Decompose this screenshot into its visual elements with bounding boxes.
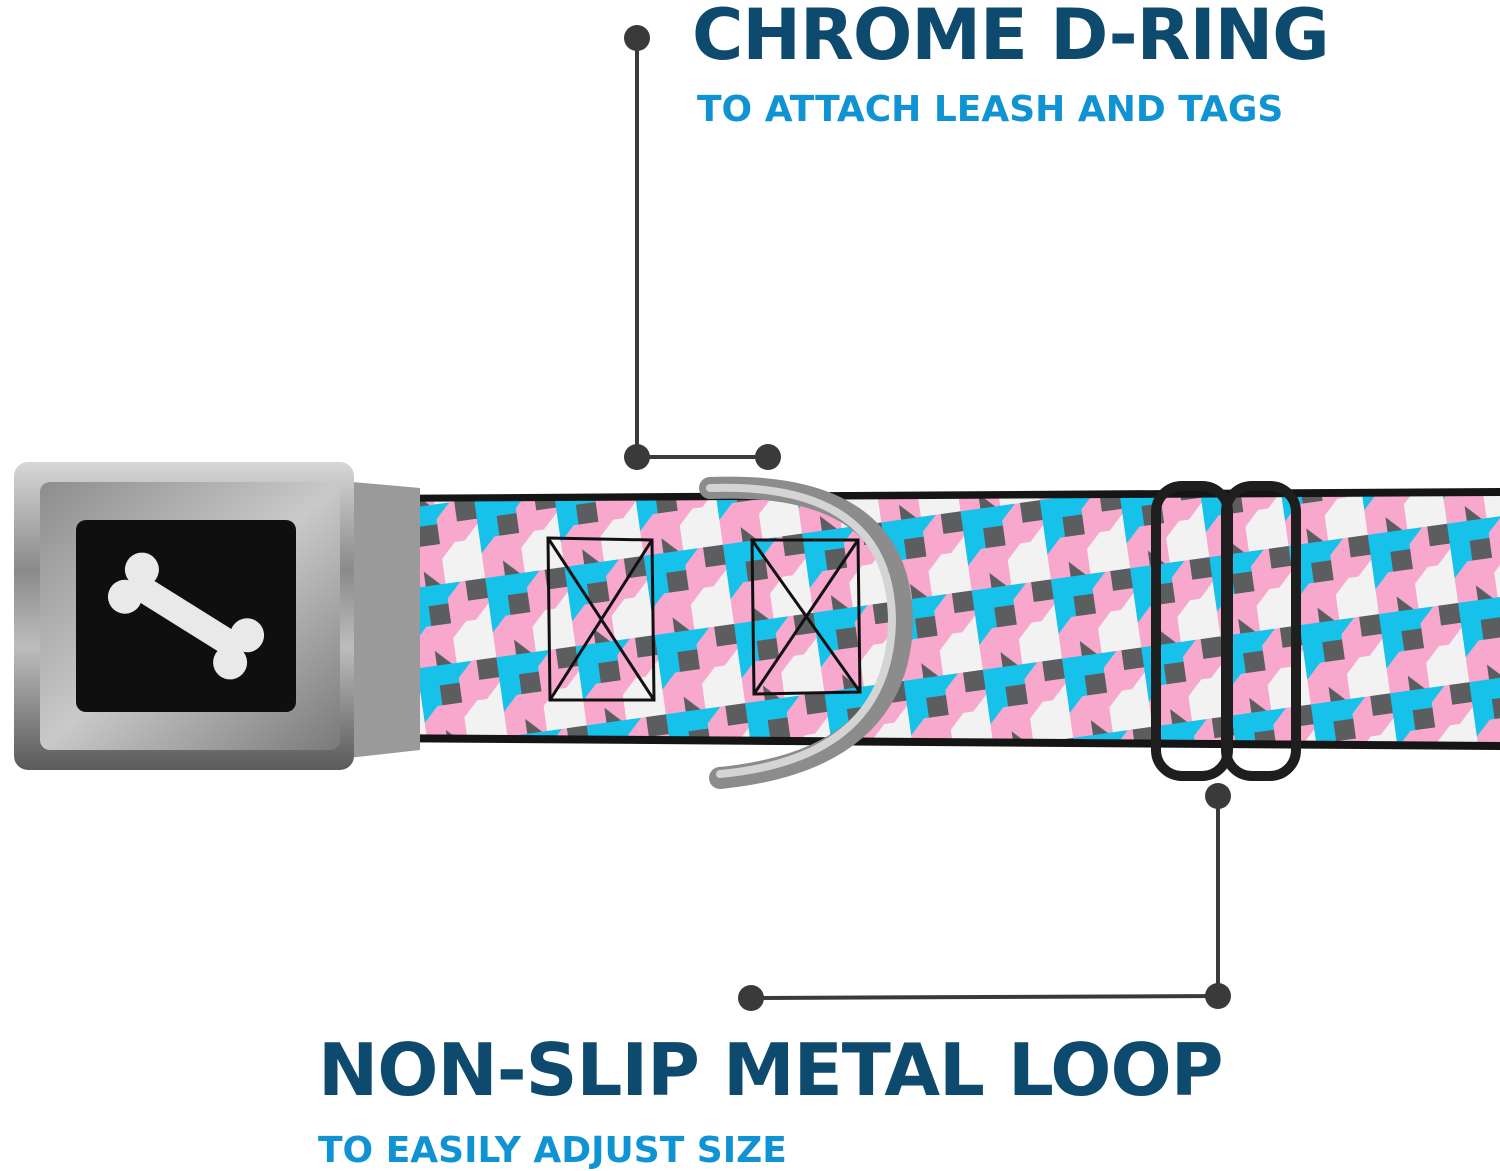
metal-loop: [1151, 481, 1301, 781]
seatbelt-buckle: [14, 462, 420, 770]
dring-subtitle: TO ATTACH LEASH AND TAGS: [697, 89, 1284, 130]
d-ring: [699, 476, 914, 789]
loop-subtitle: TO EASILY ADJUST SIZE: [318, 1130, 787, 1171]
dring-title: CHROME D-RING: [692, 0, 1330, 76]
collar-strap: [360, 488, 1500, 750]
loop-title: NON-SLIP METAL LOOP: [318, 1028, 1223, 1112]
dring-leader-line: [624, 25, 781, 470]
stitching: [546, 536, 862, 702]
loop-leader-line: [738, 783, 1231, 1011]
bone-icon: [107, 552, 265, 680]
